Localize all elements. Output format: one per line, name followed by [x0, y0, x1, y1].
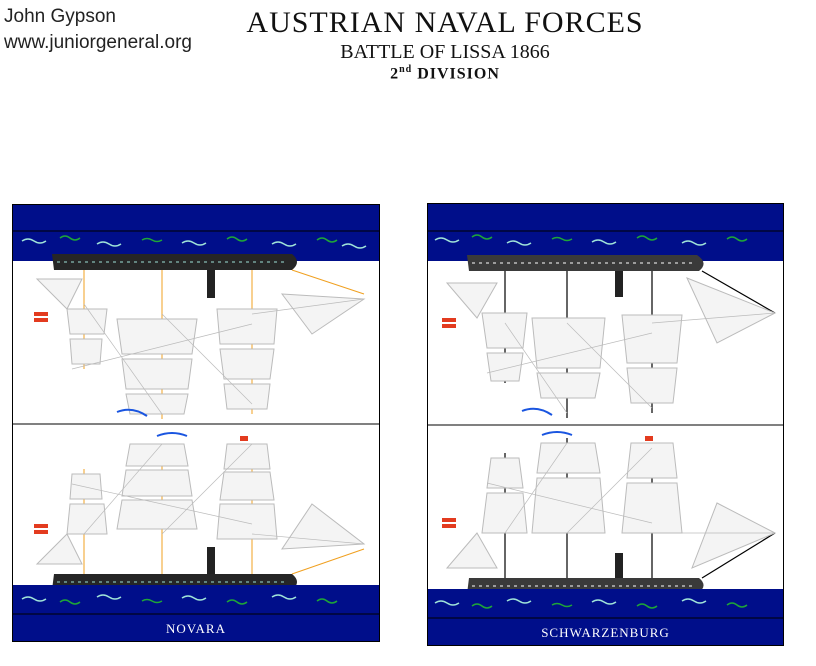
novara-illustration — [12, 204, 380, 642]
ship-panel-novara: NOVARA — [12, 204, 380, 642]
division-word: DIVISION — [417, 65, 500, 83]
waves-top — [434, 234, 748, 246]
schwarzenburg-ship-inverted — [442, 255, 777, 418]
novara-ship-inverted — [34, 254, 366, 419]
flag-bottom — [442, 518, 456, 528]
ship-panel-schwarzenburg: SCHWARZENBURG — [427, 203, 784, 646]
sea-band-bottom — [428, 589, 783, 645]
waves-top — [21, 235, 367, 249]
page-title: AUSTRIAN NAVAL FORCES — [246, 6, 644, 39]
ship-name-novara: NOVARA — [166, 621, 226, 636]
division-title: 2nd DIVISION — [230, 64, 660, 83]
pennant-bottom — [541, 431, 573, 436]
ship-name-schwarzenburg: SCHWARZENBURG — [541, 625, 670, 640]
schwarzenburg-illustration — [427, 203, 784, 646]
pennant-top — [521, 407, 553, 416]
sea-band-top — [13, 205, 379, 261]
flag-top — [34, 312, 48, 322]
battle-subtitle: BATTLE OF LISSA 1866 — [340, 41, 550, 63]
sea-band-top — [428, 204, 783, 261]
waves-bottom — [21, 594, 338, 605]
waves-bottom — [434, 598, 748, 609]
flag-bottom — [34, 524, 48, 534]
division-number: 2 — [390, 65, 400, 83]
division-suffix: nd — [399, 64, 413, 75]
pennant-top — [116, 408, 148, 417]
sea-band-bottom — [13, 585, 379, 641]
pennant-bottom — [156, 432, 188, 437]
author-credit: John Gypson — [4, 6, 116, 27]
flag-top — [442, 318, 456, 328]
website-credit[interactable]: www.juniorgeneral.org — [4, 32, 192, 53]
